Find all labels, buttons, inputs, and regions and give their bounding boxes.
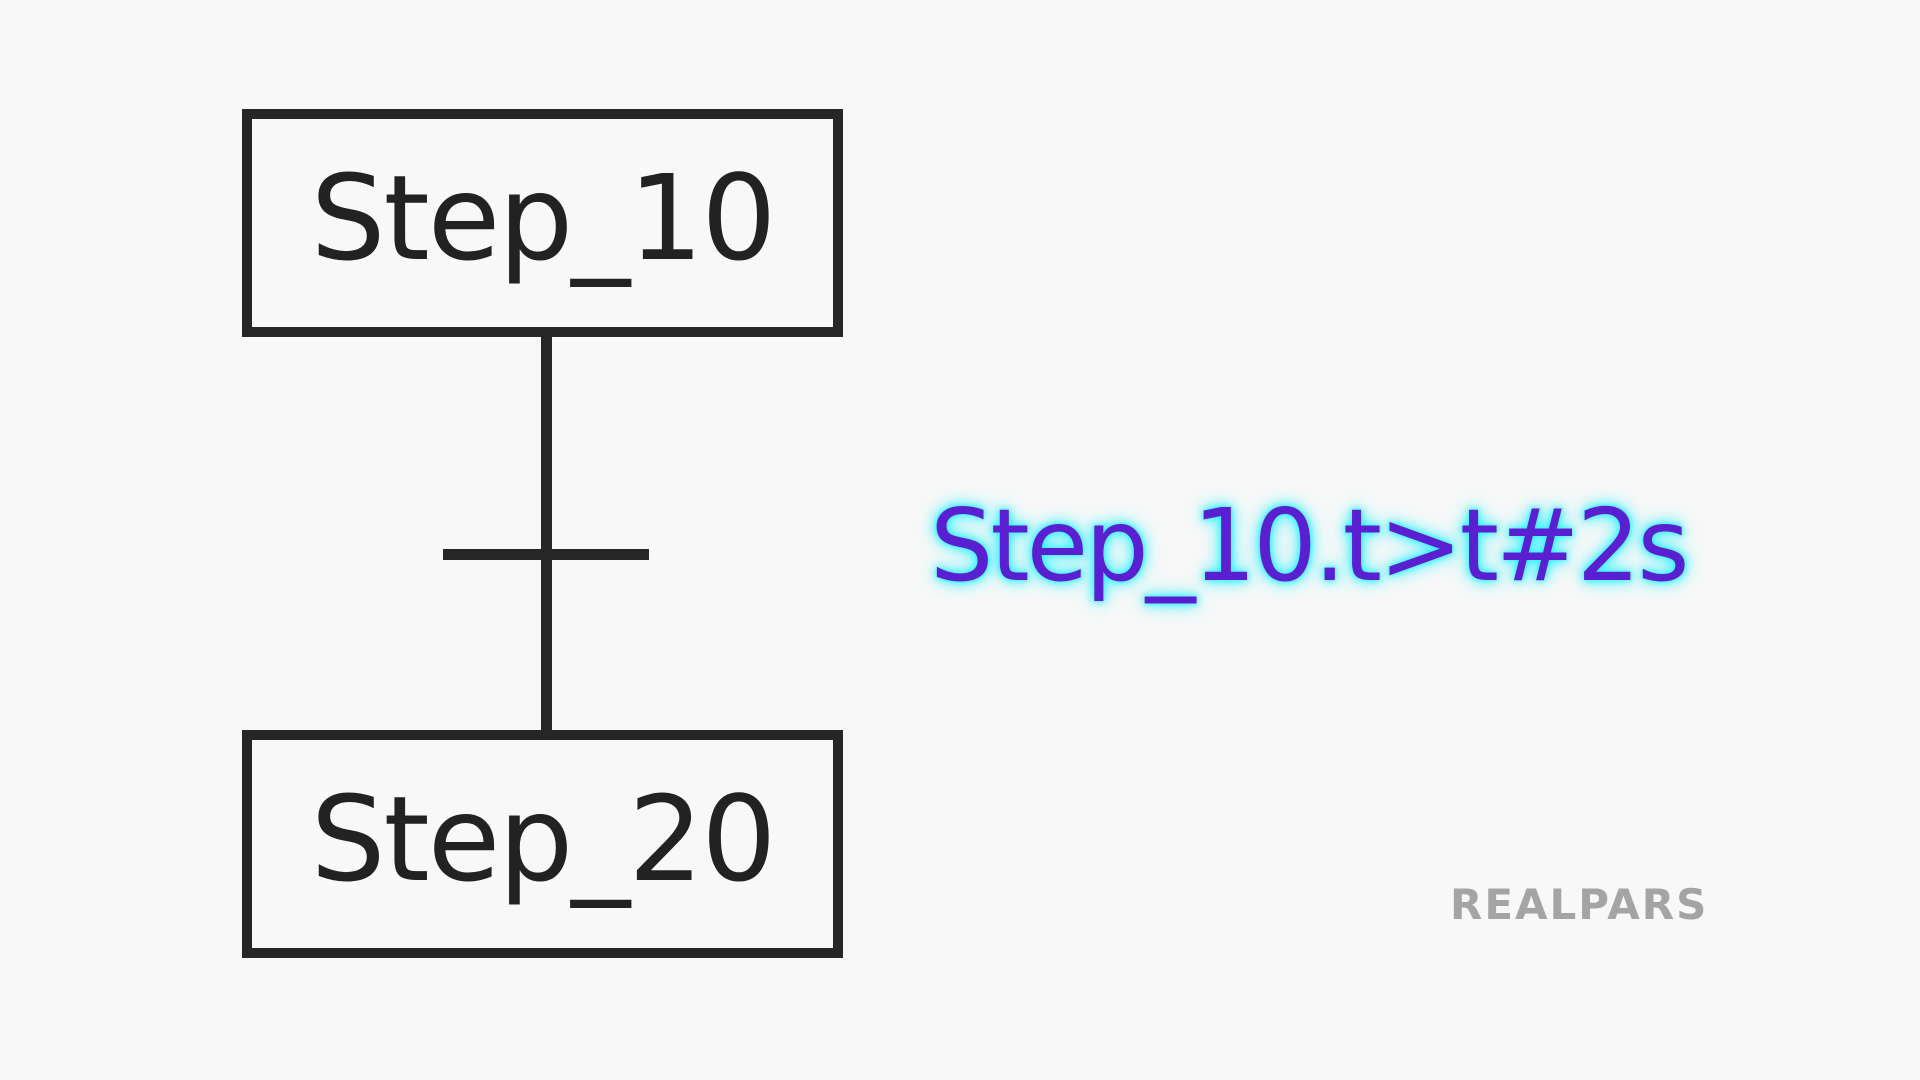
step-box-step-20: Step_20: [242, 730, 843, 958]
realpars-logo: REALPARS: [1450, 880, 1709, 929]
transition-bar: [443, 549, 649, 560]
transition-condition: Step_10.t>t#2s: [930, 487, 1689, 604]
step-label: Step_10: [310, 149, 777, 287]
connector-line: [541, 337, 552, 730]
step-label: Step_20: [310, 770, 777, 908]
step-box-step-10: Step_10: [242, 109, 843, 337]
